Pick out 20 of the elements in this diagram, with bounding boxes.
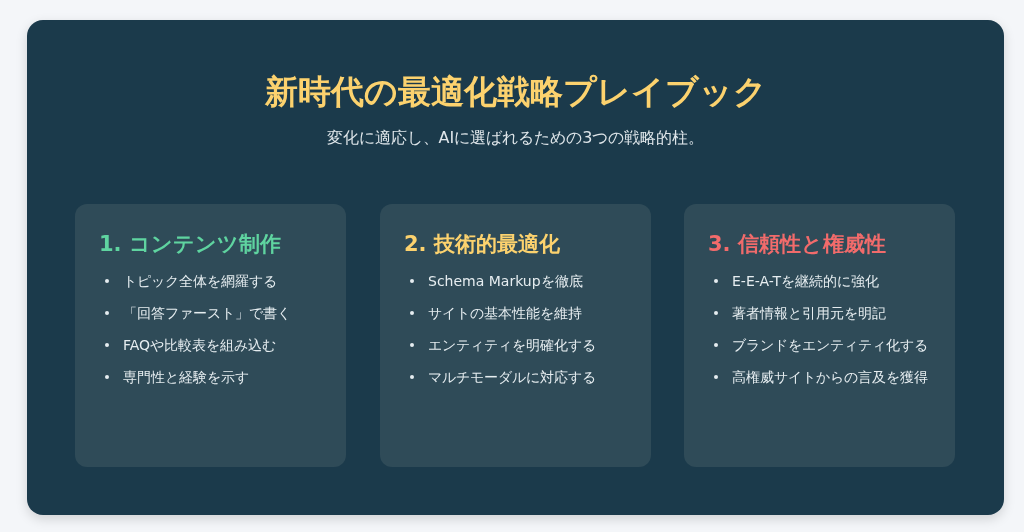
bullet-item: 高権威サイトからの言及を獲得 [732,368,928,387]
card-heading: 1. コンテンツ制作 [99,231,281,258]
strategy-card [684,204,955,467]
bullet-item: E-E-A-Tを継続的に強化 [732,272,880,291]
bullet-item: サイトの基本性能を維持 [428,304,582,323]
bullet-item: トピック全体を網羅する [123,272,277,291]
bullet-item: 著者情報と引用元を明記 [732,304,886,323]
bullet-item: マルチモーダルに対応する [428,368,596,387]
title: 新時代の最適化戦略プレイブック [263,71,768,113]
bullet-item: ブランドをエンティティ化する [732,336,928,355]
subtitle: 変化に適応し、AIに選ばれるための3つの戦略的柱。 [325,128,706,149]
bullet-item: 専門性と経験を示す [123,368,249,387]
strategy-card [75,204,346,467]
strategy-card [380,204,651,467]
bullet-item: エンティティを明確化する [428,336,596,355]
bullet-item: FAQや比較表を組み込む [123,336,277,355]
bullet-item: 「回答ファースト」で書く [123,304,291,323]
card-heading: 3. 信頼性と権威性 [708,231,886,258]
bullet-item: Schema Markupを徹底 [428,272,583,291]
card-heading: 2. 技術的最適化 [404,231,560,258]
